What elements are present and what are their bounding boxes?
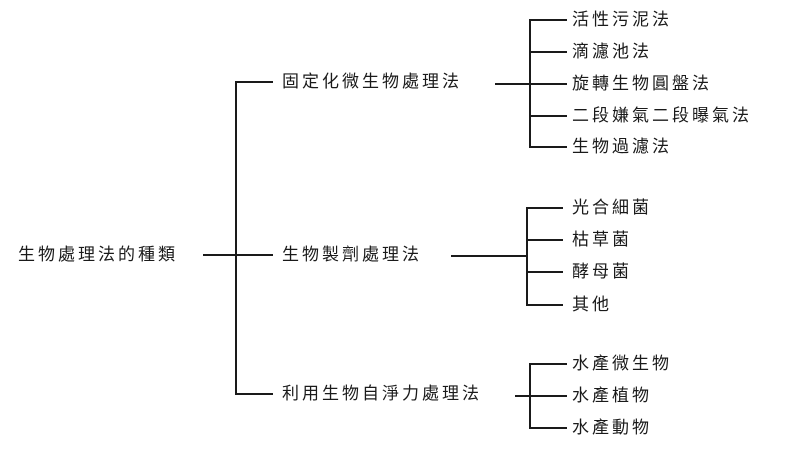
root-node: 生物處理法的種類 — [18, 245, 178, 265]
branch-bio-agent: 生物製劑處理法 — [282, 245, 422, 265]
leaf-node: 水產動物 — [572, 418, 652, 438]
leaf-node: 水產植物 — [572, 386, 652, 406]
leaf-node: 旋轉生物圓盤法 — [572, 74, 712, 94]
branch-self-purification: 利用生物自淨力處理法 — [282, 384, 482, 404]
leaf-node: 其他 — [572, 295, 612, 315]
leaf-node: 活性污泥法 — [572, 10, 672, 30]
leaf-node: 滴濾池法 — [572, 42, 652, 62]
branch-immobilized-microbe: 固定化微生物處理法 — [282, 72, 462, 92]
leaf-node: 水產微生物 — [572, 354, 672, 374]
leaf-node: 枯草菌 — [572, 230, 632, 250]
leaf-node: 酵母菌 — [572, 262, 632, 282]
leaf-node: 二段嫌氣二段曝氣法 — [572, 106, 752, 126]
leaf-node: 生物過濾法 — [572, 137, 672, 157]
leaf-node: 光合細菌 — [572, 198, 652, 218]
